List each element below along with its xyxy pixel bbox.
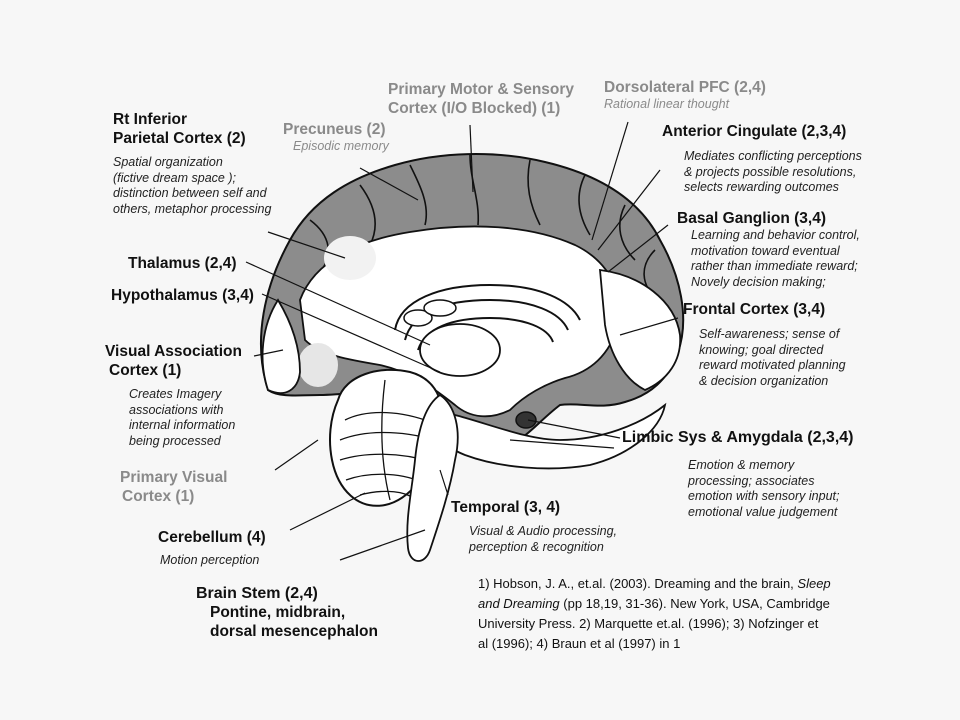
desc-line: others, metaphor processing bbox=[113, 201, 272, 216]
desc-line: internal information bbox=[129, 418, 236, 432]
desc-line: emotional value judgement bbox=[688, 504, 838, 519]
desc-line: selects rewarding outcomes bbox=[684, 180, 839, 194]
amygdala-shape bbox=[515, 411, 537, 429]
desc-line: knowing; goal directed bbox=[699, 342, 824, 357]
label-precuneus: Precuneus (2) Episodic memory bbox=[283, 120, 389, 155]
thalamus-title: Thalamus (2,4) bbox=[128, 255, 237, 272]
desc-line: Learning and behavior control, bbox=[691, 228, 860, 242]
ref-line1: 1) Hobson, J. A., et.al. (2003). Dreamin… bbox=[478, 576, 798, 591]
ref-line1-italic: Sleep bbox=[797, 576, 831, 591]
desc-line: rather than immediate reward; bbox=[691, 259, 858, 273]
anterior-cingulate-title: Anterior Cingulate (2,3,4) bbox=[662, 123, 847, 140]
temporal-lobe bbox=[428, 402, 667, 470]
desc-line: Creates Imagery bbox=[129, 387, 222, 401]
label-primary-visual: Primary Visual Cortex (1) bbox=[120, 468, 227, 506]
brain-stem-shape bbox=[406, 393, 459, 562]
label-brain-stem: Brain Stem (2,4) Pontine, midbrain, dors… bbox=[196, 584, 378, 641]
dorsolateral-title: Dorsolateral PFC (2,4) bbox=[604, 79, 766, 96]
label-hypothalamus: Hypothalamus (3,4) bbox=[111, 286, 254, 305]
desc-line: Novely decision making; bbox=[691, 274, 826, 289]
label-rt-inferior-parietal: Rt Inferior Parietal Cortex (2) Spatial … bbox=[113, 110, 271, 217]
label-limbic-amygdala: Limbic Sys & Amygdala (2,3,4) Emotion & … bbox=[622, 428, 853, 520]
title-line: Cortex (1) bbox=[122, 488, 195, 505]
title-line: Parietal Cortex (2) bbox=[113, 130, 246, 147]
frontal-pole bbox=[599, 268, 681, 391]
precuneus-title: Precuneus (2) bbox=[283, 121, 386, 138]
brain-stem-title: Brain Stem (2,4) bbox=[196, 585, 318, 602]
occipital-lobe bbox=[261, 298, 301, 394]
title-line: Visual Association bbox=[105, 343, 242, 360]
desc-line: associations with bbox=[129, 402, 224, 417]
hypothalamus-title: Hypothalamus (3,4) bbox=[111, 287, 254, 304]
desc-line: motivation toward eventual bbox=[691, 243, 840, 258]
gyri-lines bbox=[309, 154, 659, 301]
ref-line2-italic: and Dreaming bbox=[478, 596, 560, 611]
ref-line4: al (1996); 4) Braun et al (1997) in 1 bbox=[478, 636, 681, 651]
desc-line: Visual & Audio processing, bbox=[469, 524, 618, 538]
references: 1) Hobson, J. A., et.al. (2003). Dreamin… bbox=[478, 574, 898, 654]
leader-lines bbox=[245, 121, 679, 561]
label-thalamus: Thalamus (2,4) bbox=[128, 254, 237, 273]
label-dorsolateral-pfc: Dorsolateral PFC (2,4) Rational linear t… bbox=[604, 78, 766, 113]
label-cerebellum: Cerebellum (4) Motion perception bbox=[158, 528, 266, 569]
sub-line: dorsal mesencephalon bbox=[210, 623, 378, 640]
ref-line2: (pp 18,19, 31-36). New York, USA, Cambri… bbox=[559, 596, 830, 611]
label-basal-ganglion: Basal Ganglion (3,4) Learning and behavi… bbox=[677, 209, 860, 290]
title-line: Primary Visual bbox=[120, 469, 228, 486]
cerebellum-title: Cerebellum (4) bbox=[158, 529, 266, 546]
limbic-title: Limbic Sys & Amygdala (2,3,4) bbox=[622, 429, 854, 446]
label-visual-association: Visual Association Cortex (1) Creates Im… bbox=[105, 342, 242, 449]
desc-line: Self-awareness; sense of bbox=[699, 327, 840, 341]
title-line: Cortex (I/O Blocked) (1) bbox=[388, 100, 561, 117]
desc-line: reward motivated planning bbox=[699, 358, 846, 372]
desc-line: being processed bbox=[129, 433, 221, 448]
dorsolateral-desc: Rational linear thought bbox=[604, 97, 730, 111]
sub-line: Pontine, midbrain, bbox=[210, 604, 346, 621]
cerebellum-desc: Motion perception bbox=[160, 553, 260, 567]
title-line: Primary Motor & Sensory bbox=[388, 81, 575, 98]
desc-line: Mediates conflicting perceptions bbox=[684, 149, 862, 163]
desc-line: distinction between self and bbox=[113, 186, 267, 200]
desc-line: & decision organization bbox=[699, 373, 829, 388]
desc-line: perception & recognition bbox=[469, 539, 604, 554]
desc-line: (fictive dream space ); bbox=[113, 170, 236, 185]
title-line: Cortex (1) bbox=[109, 362, 182, 379]
desc-line: & projects possible resolutions, bbox=[684, 164, 857, 179]
label-primary-motor-sensory: Primary Motor & Sensory Cortex (I/O Bloc… bbox=[388, 80, 574, 118]
precuneus-desc: Episodic memory bbox=[293, 139, 389, 153]
frontal-cortex-title: Frontal Cortex (3,4) bbox=[683, 301, 826, 318]
desc-line: processing; associates bbox=[688, 473, 815, 488]
thalamus-shape bbox=[419, 323, 501, 377]
label-frontal-cortex: Frontal Cortex (3,4) Self-awareness; sen… bbox=[683, 300, 846, 389]
desc-line: Emotion & memory bbox=[688, 458, 795, 472]
ref-line3: University Press. 2) Marquette et.al. (1… bbox=[478, 616, 819, 631]
desc-line: emotion with sensory input; bbox=[688, 489, 840, 503]
desc-line: Spatial organization bbox=[113, 155, 223, 169]
label-anterior-cingulate: Anterior Cingulate (2,3,4) Mediates conf… bbox=[662, 122, 862, 196]
label-temporal: Temporal (3, 4) Visual & Audio processin… bbox=[451, 498, 617, 555]
temporal-title: Temporal (3, 4) bbox=[451, 499, 561, 516]
title-line: Rt Inferior bbox=[113, 111, 188, 128]
basal-ganglion-title: Basal Ganglion (3,4) bbox=[677, 210, 827, 227]
